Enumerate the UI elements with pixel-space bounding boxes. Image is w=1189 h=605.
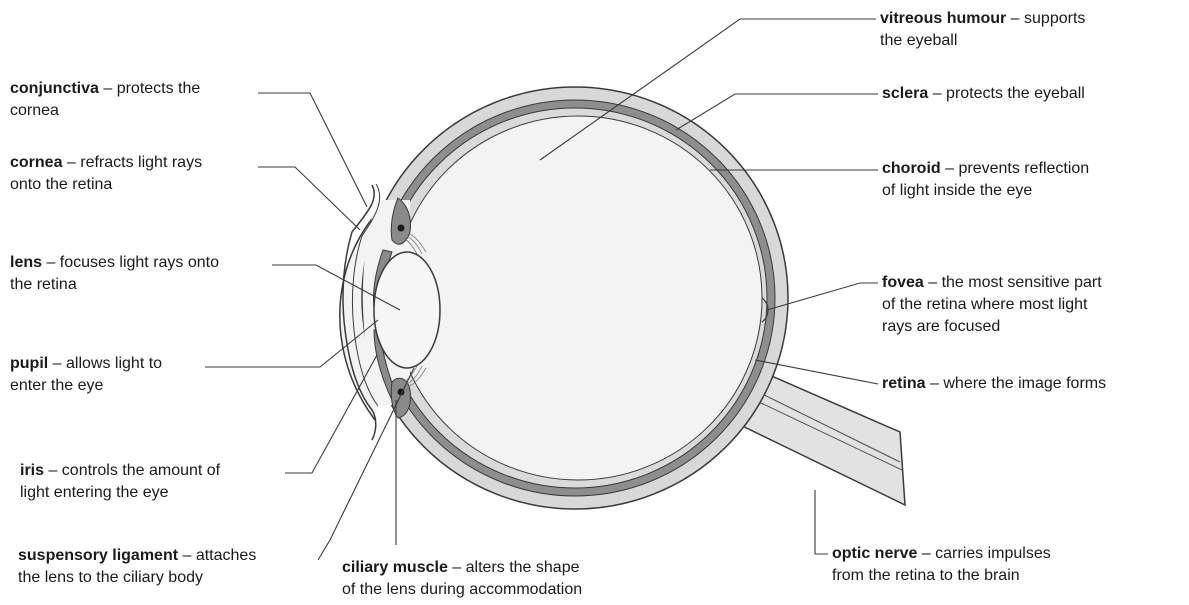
term-conjunctiva: conjunctiva	[10, 80, 99, 97]
leader-conjunctiva	[258, 93, 367, 207]
leader-cornea	[258, 167, 360, 230]
term-iris: iris	[20, 462, 44, 479]
label-pupil: pupil – allows light to enter the eye	[10, 353, 162, 397]
term-choroid: choroid	[882, 160, 941, 177]
term-optic-nerve: optic nerve	[832, 545, 917, 562]
label-optic-nerve: optic nerve – carries impulses from the …	[832, 543, 1051, 587]
term-cornea: cornea	[10, 154, 62, 171]
term-vitreous-humour: vitreous humour	[880, 10, 1006, 27]
term-retina: retina	[882, 375, 926, 392]
label-iris: iris – controls the amount of light ente…	[20, 460, 220, 504]
term-sclera: sclera	[882, 85, 928, 102]
label-choroid: choroid – prevents reflection of light i…	[882, 158, 1089, 202]
label-ciliary-muscle: ciliary muscle – alters the shape of the…	[342, 557, 582, 601]
label-sclera: sclera – protects the eyeball	[882, 83, 1085, 105]
label-fovea: fovea – the most sensitive part of the r…	[882, 272, 1102, 338]
term-suspensory-ligament: suspensory ligament	[18, 547, 178, 564]
label-lens: lens – focuses light rays onto the retin…	[10, 252, 219, 296]
term-fovea: fovea	[882, 274, 924, 291]
term-ciliary-muscle: ciliary muscle	[342, 559, 448, 576]
term-pupil: pupil	[10, 355, 48, 372]
label-conjunctiva: conjunctiva – protects the cornea	[10, 78, 200, 122]
term-lens: lens	[10, 254, 42, 271]
lens-shape	[374, 252, 440, 368]
label-vitreous-humour: vitreous humour – supports the eyeball	[880, 8, 1085, 52]
label-cornea: cornea – refracts light rays onto the re…	[10, 152, 202, 196]
label-retina: retina – where the image forms	[882, 373, 1106, 395]
leader-sclera	[676, 94, 878, 130]
label-suspensory-ligament: suspensory ligament – attaches the lens …	[18, 545, 256, 589]
vitreous-humour-body	[394, 116, 762, 480]
leader-optic-nerve	[815, 490, 828, 554]
